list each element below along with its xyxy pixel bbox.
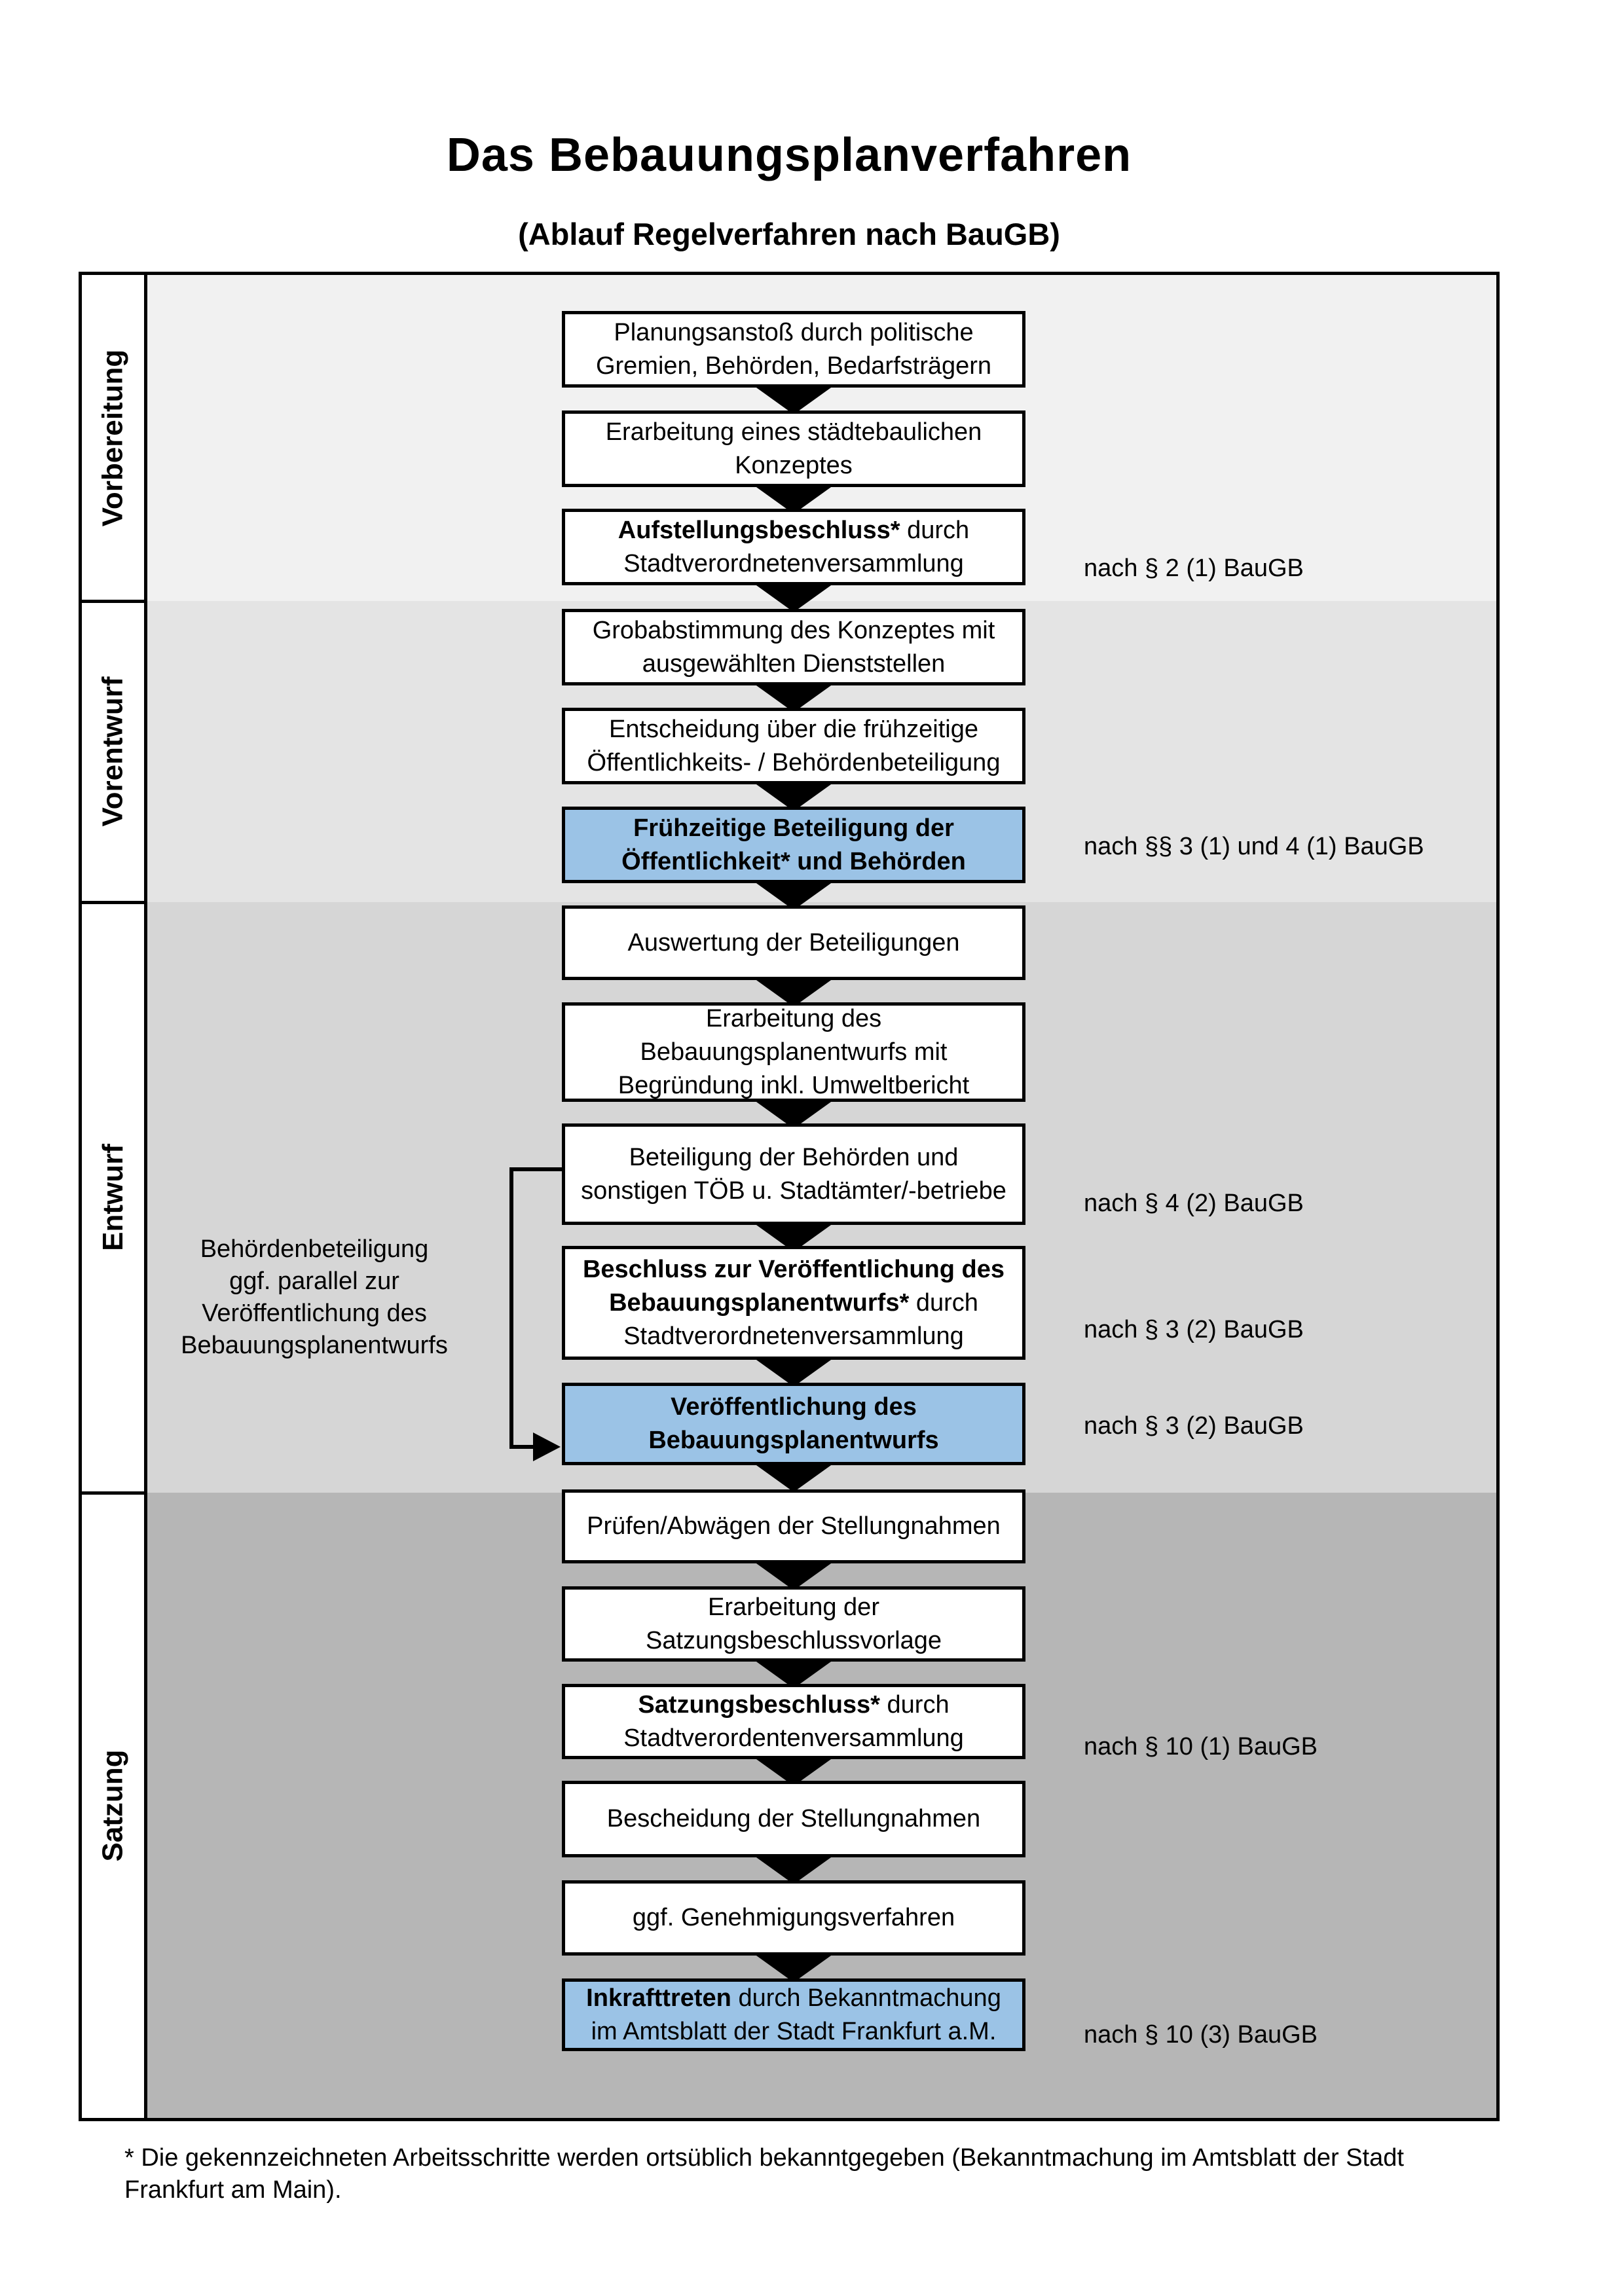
footnote-line: * Die gekennzeichneten Arbeitsschritte w…	[124, 2144, 1404, 2172]
arrow-down-icon	[752, 880, 836, 910]
phase-label-vorbereitung: Vorbereitung	[82, 275, 144, 601]
flow-box-text-line: Satzungsbeschluss* durch	[638, 1690, 950, 1719]
phase-divider-line	[79, 600, 147, 603]
page-title: Das Bebauungsplanverfahren	[446, 129, 1132, 181]
arrow-down-icon	[752, 1658, 836, 1688]
flow-box-text-line: Stadtverordnetenversammlung	[623, 1322, 964, 1350]
phase-label-satzung: Satzung	[82, 1493, 144, 2118]
side-note-line: Bebauungsplanentwurfs	[181, 1332, 448, 1359]
flow-box-text-line: Erarbeitung des	[705, 1004, 882, 1032]
flow-box-text-line: Begründung inkl. Umweltbericht	[618, 1071, 970, 1099]
flow-box-text-line: Auswertung der Beteiligungen	[627, 928, 960, 957]
arrow-down-icon	[752, 384, 836, 414]
flow-box-text-line: Prüfen/Abwägen der Stellungnahmen	[587, 1512, 1001, 1540]
flow-box-text-line: ggf. Genehmigungsverfahren	[632, 1904, 955, 1931]
flow-box-text-line: Konzeptes	[735, 451, 853, 479]
side-note-line: Veröffentlichung des	[202, 1300, 427, 1327]
connector-line-top	[509, 1167, 564, 1171]
legal-reference: nach §§ 3 (1) und 4 (1) BauGB	[1084, 833, 1424, 860]
flow-box-text-line: Planungsanstoß durch politische	[614, 318, 974, 346]
phase-label-text: Satzung	[96, 1749, 129, 1862]
arrow-down-icon	[752, 1357, 836, 1387]
flow-box-9: Beteiligung der Behörden und sonstigen TÖ…	[562, 1123, 1025, 1225]
flow-box-text-line: Erarbeitung der	[708, 1593, 879, 1621]
arrow-down-icon	[752, 1952, 836, 1982]
flow-box-text-line: Öffentlichkeits- / Behördenbeteiligung	[587, 748, 1001, 776]
flow-box-text-line: Entscheidung über die frühzeitige	[608, 715, 979, 743]
flow-box-7: Auswertung der Beteiligungen	[562, 905, 1025, 980]
arrow-down-icon	[752, 1462, 836, 1492]
page-subtitle: (Ablauf Regelverfahren nach BauGB)	[518, 217, 1060, 251]
flow-box-text-line: im Amtsblatt der Stadt Frankfurt a.M.	[591, 2017, 997, 2045]
phase-label-text: Entwurf	[96, 1144, 129, 1251]
phase-label-entwurf: Entwurf	[82, 902, 144, 1493]
flow-box-text-line: Bebauungsplanentwurfs mit	[640, 1038, 948, 1066]
flow-box-text-line: Inkrafttreten durch Bekanntmachung	[586, 1984, 1001, 2012]
flow-box-text-line: Stadtverordnetenversammlung	[623, 549, 964, 577]
legal-reference: nach § 2 (1) BauGB	[1084, 555, 1304, 582]
flow-box-text-line: Veröffentlichung des	[671, 1393, 917, 1421]
label-column-border	[144, 272, 147, 2121]
phase-divider-line	[79, 901, 147, 904]
flow-box-text-line: Gremien, Behörden, Bedarfsträgern	[595, 352, 992, 380]
flow-box-text-line: Erarbeitung eines städtebaulichen	[605, 418, 982, 446]
flow-box-4: Grobabstimmung des Konzeptes mit ausgewäh…	[562, 609, 1025, 685]
flow-box-text-line: Bebauungsplanentwurfs	[648, 1427, 939, 1454]
flow-box-text-line: Öffentlichkeit* und Behörden	[621, 847, 966, 875]
flow-box-16: ggf. Genehmigungsverfahren	[562, 1880, 1025, 1956]
legal-reference: nach § 4 (2) BauGB	[1084, 1190, 1304, 1217]
arrow-down-icon	[752, 682, 836, 712]
flow-box-text-line: Grobabstimmung des Konzeptes mit	[592, 616, 995, 644]
flow-box-text-line: ausgewählten Dienststellen	[642, 649, 946, 678]
arrow-down-icon	[752, 582, 836, 612]
phase-label-text: Vorbereitung	[96, 349, 129, 527]
phase-label-text: Vorentwurf	[96, 676, 129, 827]
side-note-line: ggf. parallel zur	[229, 1267, 399, 1295]
legal-reference: nach § 3 (2) BauGB	[1084, 1412, 1304, 1440]
flow-box-15: Bescheidung der Stellungnahmen	[562, 1781, 1025, 1857]
connector-arrowhead-icon	[533, 1432, 561, 1461]
flow-box-text-line: Bescheidung der Stellungnahmen	[606, 1805, 981, 1832]
footnote-line: Frankfurt am Main).	[124, 2176, 342, 2204]
phase-label-vorentwurf: Vorentwurf	[82, 601, 144, 902]
flow-box-text-line: Beschluss zur Veröffentlichung des	[582, 1255, 1005, 1283]
arrow-down-icon	[752, 781, 836, 811]
arrow-down-icon	[752, 1560, 836, 1590]
flow-box-text-line: Beteiligung der Behörden und	[629, 1143, 959, 1171]
arrow-down-icon	[752, 977, 836, 1007]
flow-box-text-line: Stadtverordentenversammlung	[623, 1724, 964, 1752]
flow-box-text-line: sonstigen TÖB u. Stadtämter/-betriebe	[581, 1176, 1006, 1205]
side-note-line: Behördenbeteiligung	[200, 1235, 429, 1263]
flow-box-text-line: Satzungsbeschlussvorlage	[645, 1626, 942, 1654]
flow-box-text-line: Bebauungsplanentwurfs* durch	[609, 1288, 978, 1317]
flow-box-text-line: Frühzeitige Beteiligung der	[633, 814, 954, 842]
footnote: * Die gekennzeichneten Arbeitsschritte w…	[124, 2142, 1506, 2206]
legal-reference: nach § 10 (1) BauGB	[1084, 1733, 1318, 1760]
flow-box-12: Prüfen/Abwägen der Stellungnahmen	[562, 1489, 1025, 1563]
phase-divider-line	[79, 1491, 147, 1495]
legal-reference: nach § 3 (2) BauGB	[1084, 1316, 1304, 1343]
arrow-down-icon	[752, 1854, 836, 1884]
flow-box-17-highlighted: Inkrafttreten durch Bekanntmachung im Amt…	[562, 1978, 1025, 2051]
connector-line-bottom	[509, 1445, 536, 1449]
legal-reference: nach § 10 (3) BauGB	[1084, 2021, 1318, 2049]
flow-box-text-line: Aufstellungsbeschluss* durch	[618, 516, 970, 544]
connector-line-vertical	[509, 1167, 513, 1449]
